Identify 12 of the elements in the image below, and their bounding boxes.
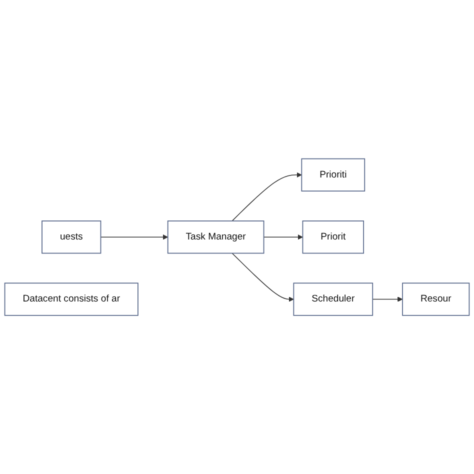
node-box: Datacent consists of ar <box>4 282 138 316</box>
arrow <box>232 252 294 302</box>
arrow <box>100 234 168 240</box>
arrow <box>232 172 302 222</box>
node-box: uests <box>42 220 102 254</box>
node-box: Prioriti <box>301 158 366 192</box>
node-box: Resour <box>402 282 470 316</box>
node-box: Priorit <box>302 220 364 254</box>
arrow <box>372 296 403 302</box>
arrow <box>263 234 303 240</box>
node-box: Task Manager <box>167 220 264 254</box>
node-box: Scheduler <box>293 282 374 316</box>
